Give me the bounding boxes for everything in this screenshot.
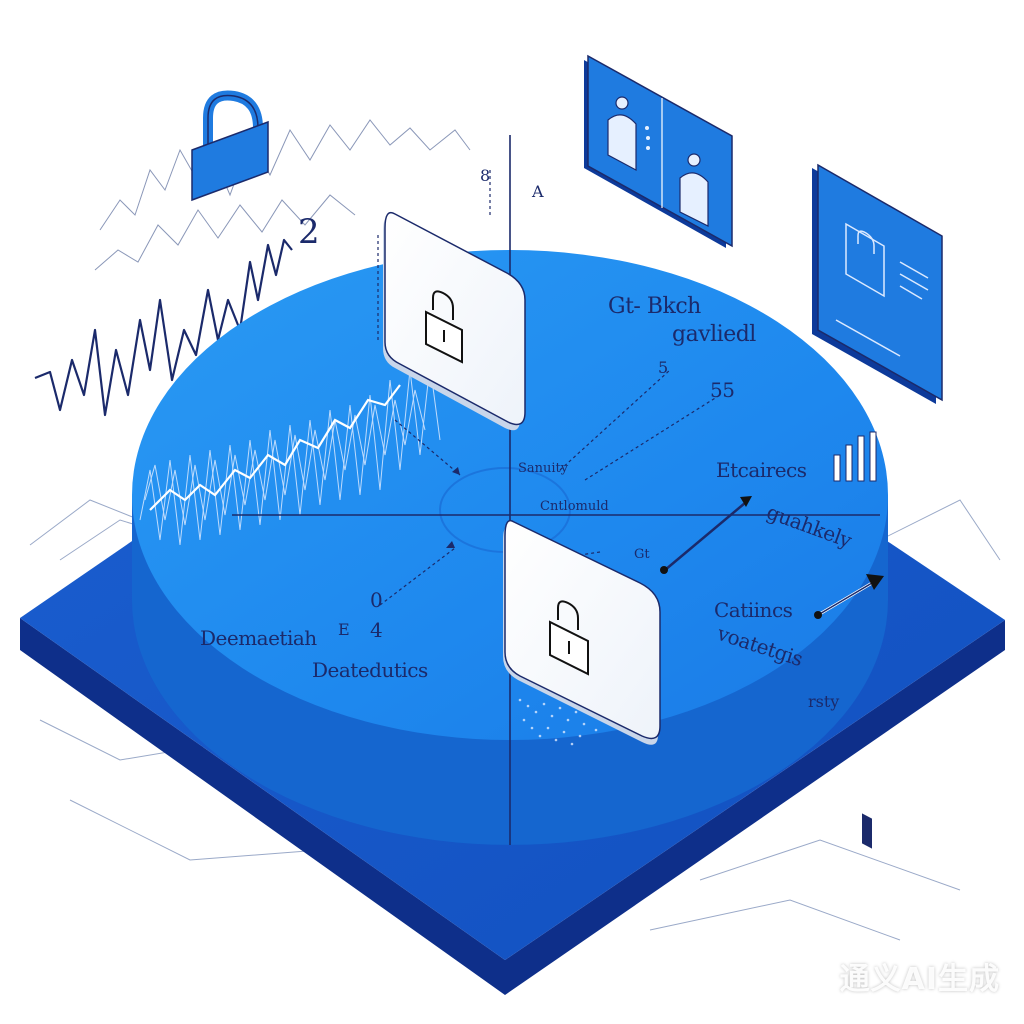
arrow-heads <box>446 467 460 548</box>
background-waveform <box>94 119 471 271</box>
label-catiincs: Catiincs <box>714 598 793 622</box>
mini-bar-chart <box>833 431 877 482</box>
particle-cluster <box>518 698 598 746</box>
label-e: E <box>338 620 350 639</box>
label-etcairecs: Etcairecs <box>716 458 807 482</box>
disc-waveform-highlight <box>149 384 401 511</box>
label-top-a: A <box>532 182 544 201</box>
label-gavliedl: gavliedl <box>672 322 756 347</box>
floating-padlock-icon <box>191 64 269 202</box>
label-num-55: 55 <box>710 378 735 402</box>
label-rsty: rsty <box>808 692 840 711</box>
label-sanuity: Sanuity <box>518 461 569 476</box>
signal-waveform <box>34 238 293 417</box>
document-panel <box>812 163 943 849</box>
label-num-5: 5 <box>658 358 669 377</box>
label-deemaetiah: Deemaetiah <box>200 626 317 650</box>
label-num-0: 0 <box>370 588 383 612</box>
user-card-icon <box>607 96 709 227</box>
lock-card-lower <box>503 519 661 745</box>
label-2-curve: 2 <box>298 212 320 252</box>
lock-card-upper <box>383 211 526 431</box>
padlock-icon <box>549 600 589 676</box>
solid-arrows <box>660 496 884 619</box>
label-top-bkch: Gt- Bkch <box>608 294 701 319</box>
label-deatedutics: Deatedutics <box>312 658 428 682</box>
label-top-8: 8 <box>480 166 491 185</box>
disc-waveform <box>139 364 441 546</box>
label-num-4: 4 <box>370 618 383 642</box>
label-gt-small: Gt <box>634 547 650 562</box>
label-cntlomuld: Cntlomuld <box>540 499 609 514</box>
document-lock-icon <box>835 222 929 357</box>
disc-axes <box>232 135 880 845</box>
watermark: 通义AI生成 <box>839 962 1000 997</box>
user-card-panel <box>584 54 733 248</box>
padlock-icon <box>425 290 463 364</box>
